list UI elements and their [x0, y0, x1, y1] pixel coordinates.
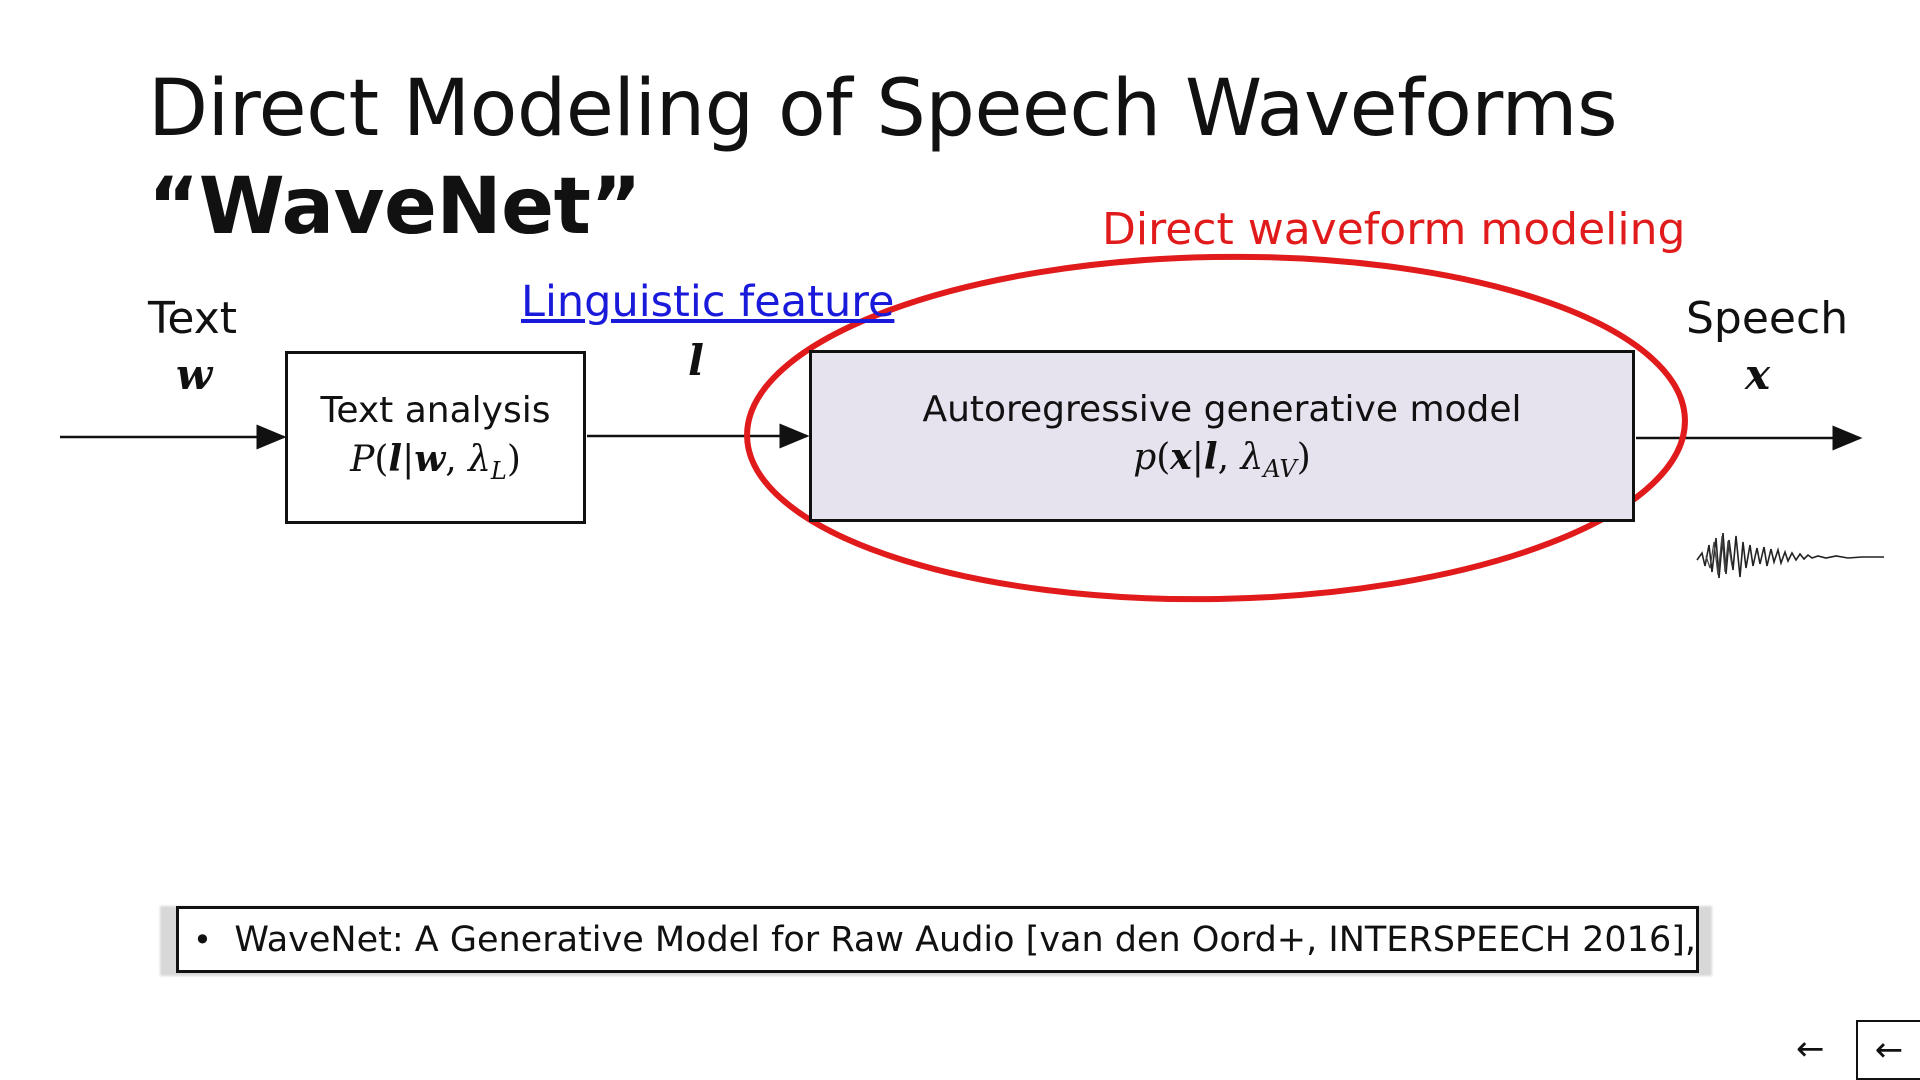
text-analysis-box: Text analysis P(l|w, λL) [285, 351, 586, 524]
feature-variable: l [688, 336, 704, 385]
input-label: Text [148, 293, 237, 344]
arrow-left-icon: ← [1874, 1030, 1904, 1070]
generative-model-formula: p(x|l, λAV) [1133, 436, 1311, 484]
reference-bullet: • [193, 920, 212, 959]
back-button[interactable]: ← [1856, 1020, 1920, 1080]
text-analysis-title: Text analysis [320, 390, 551, 432]
reference-box: • WaveNet: A Generative Model for Raw Au… [176, 906, 1699, 973]
direct-waveform-label: Direct waveform modeling [1102, 204, 1686, 255]
output-label: Speech [1686, 293, 1849, 344]
generative-model-box: Autoregressive generative model p(x|l, λ… [809, 350, 1635, 522]
input-variable: w [176, 350, 213, 399]
text-analysis-formula: P(l|w, λL) [350, 437, 521, 485]
slide-title: Direct Modeling of Speech Waveforms [148, 64, 1618, 154]
arrow-left-icon[interactable]: ← [1796, 1029, 1825, 1069]
reference-text: WaveNet: A Generative Model for Raw Audi… [234, 919, 1696, 960]
output-variable: x [1745, 350, 1771, 399]
generative-model-title: Autoregressive generative model [922, 388, 1522, 430]
linguistic-feature-link[interactable]: Linguistic feature [521, 277, 895, 327]
waveform-icon [1696, 532, 1884, 579]
slide-subtitle: “WaveNet” [148, 162, 642, 252]
highlight-ellipse [744, 253, 1688, 603]
